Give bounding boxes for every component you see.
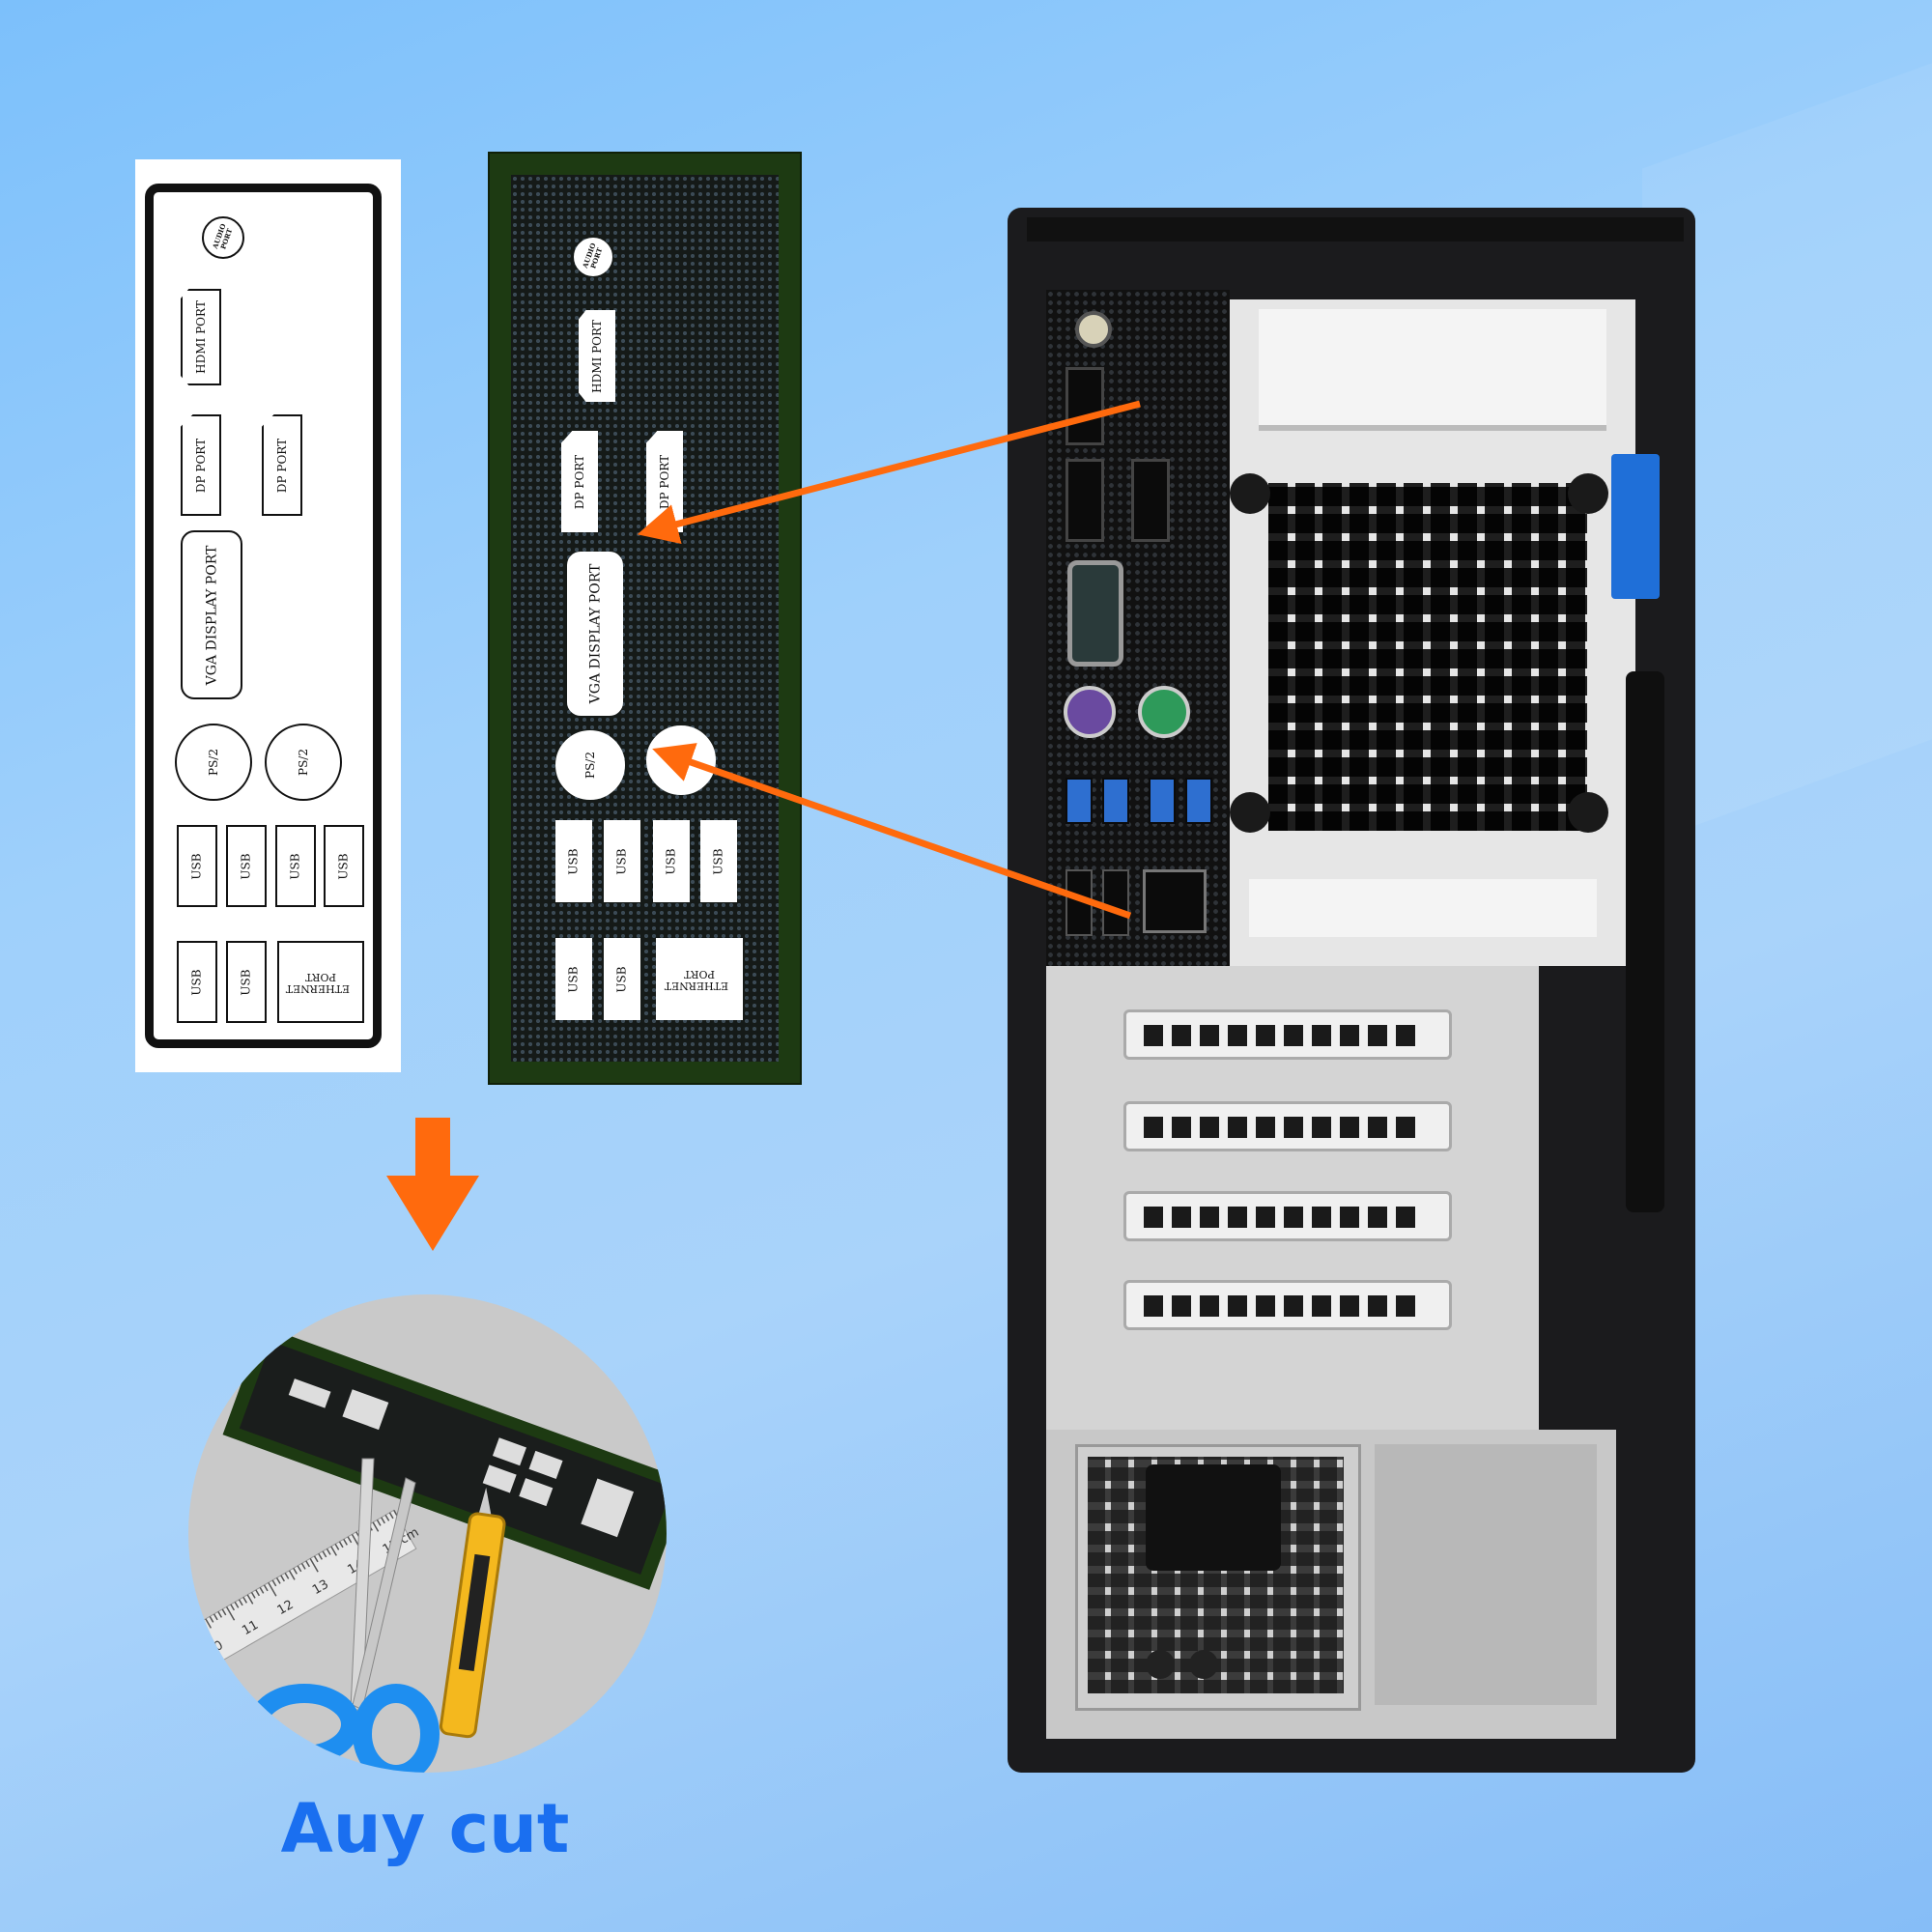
expansion-slot-cover <box>1123 1101 1452 1151</box>
handle-cutout <box>1259 309 1606 431</box>
usb-port <box>1102 778 1129 824</box>
blank-panel <box>1375 1444 1597 1705</box>
usb-port-label: USB <box>604 938 640 1020</box>
usb-port <box>1065 778 1093 824</box>
usb-port-label: USB <box>324 825 364 907</box>
ps2-keyboard-port <box>1138 686 1190 738</box>
shield-mesh <box>239 1341 667 1575</box>
vga-port-label: VGA DISPLAY PORT <box>181 530 242 699</box>
power-socket <box>1146 1464 1281 1571</box>
ruler-mark-label: 13 <box>310 1577 331 1598</box>
blue-latch[interactable] <box>1611 454 1660 599</box>
expansion-slot-cover <box>1123 1280 1452 1330</box>
pc-tower-rear <box>1008 208 1695 1773</box>
dp-port-label: DP PORT <box>262 414 302 516</box>
usb-port-label: USB <box>177 825 217 907</box>
usb-port <box>1102 869 1129 936</box>
expansion-slots-area <box>1046 966 1539 1430</box>
dp-port <box>1131 459 1170 542</box>
down-arrow-stem <box>415 1118 450 1178</box>
screw <box>1568 473 1608 514</box>
utility-knife <box>439 1487 506 1739</box>
side-handle <box>1626 671 1664 1212</box>
fan-grille <box>1268 483 1587 831</box>
blank-plate <box>1249 879 1597 937</box>
template-frame: AUDIO PORT HDMI PORT DP PORT DP PORT VGA… <box>145 184 382 1048</box>
psu-indicator <box>1146 1650 1175 1679</box>
upper-vent-area <box>1230 299 1635 966</box>
dp-port <box>1065 459 1104 542</box>
down-arrow-head <box>386 1176 479 1251</box>
tower-top-rail <box>1027 217 1684 242</box>
ethernet-port-label: ETHERNET PORT <box>277 941 364 1023</box>
usb-port-label: USB <box>226 825 267 907</box>
shield-cutout <box>519 1478 554 1507</box>
hdmi-port <box>1065 367 1104 445</box>
usb-port-label: USB <box>177 941 217 1023</box>
arrow-to-dp <box>637 400 1141 545</box>
hdmi-port-label: HDMI PORT <box>181 289 221 385</box>
knife-blade <box>478 1487 492 1518</box>
white-template-sticker: AUDIO PORT HDMI PORT DP PORT DP PORT VGA… <box>135 159 401 1072</box>
vga-port <box>1067 560 1123 667</box>
knife-slider <box>458 1553 491 1671</box>
usb-port-label: USB <box>226 941 267 1023</box>
usb-port-label: USB <box>555 938 592 1020</box>
audio-jack <box>1075 311 1112 348</box>
caption-text: Auy cut <box>280 1789 570 1868</box>
audio-port-label: AUDIO PORT <box>574 238 612 276</box>
screw <box>1230 792 1270 833</box>
usb-port-label: USB <box>275 825 316 907</box>
rear-io-panel <box>1046 290 1230 966</box>
screw <box>1230 473 1270 514</box>
shield-cutout <box>288 1378 331 1408</box>
ethernet-port-label: ETHERNET PORT <box>656 938 743 1020</box>
usb-port-label: USB <box>604 820 640 902</box>
shield-cutout <box>342 1389 389 1431</box>
ps2-port-label: PS/2 <box>265 724 342 801</box>
shield-cutout <box>482 1464 517 1493</box>
shield-cutout <box>492 1437 526 1466</box>
ruler-mark-label: 12 <box>275 1598 297 1618</box>
power-supply <box>1075 1444 1361 1711</box>
usb-port-label: USB <box>653 820 690 902</box>
arrow-to-ps2 <box>652 743 1132 920</box>
scissors-handle <box>353 1684 440 1773</box>
hdmi-port-label: HDMI PORT <box>579 310 615 402</box>
ps2-mouse-port <box>1064 686 1116 738</box>
tools-drawing: 101112131415 cm <box>188 1325 667 1773</box>
usb-port <box>1149 778 1176 824</box>
audio-port-label: AUDIO PORT <box>202 216 244 259</box>
cutting-tools-illustration: 101112131415 cm <box>188 1294 667 1773</box>
expansion-slot-cover <box>1123 1191 1452 1241</box>
usb-port <box>1185 778 1212 824</box>
usb-port-label: USB <box>555 820 592 902</box>
ps2-port-label: PS/2 <box>175 724 252 801</box>
shield-cutout <box>528 1450 563 1479</box>
screw <box>1568 792 1608 833</box>
psu-indicator <box>1189 1650 1218 1679</box>
ethernet-port <box>1143 869 1207 933</box>
dp-port-label: DP PORT <box>561 431 598 532</box>
dp-port-label: DP PORT <box>181 414 221 516</box>
power-supply-area <box>1046 1430 1616 1739</box>
mesh-surface: AUDIO PORT HDMI PORT DP PORT DP PORT VGA… <box>511 175 779 1062</box>
mesh-io-shield-sticker: AUDIO PORT HDMI PORT DP PORT DP PORT VGA… <box>488 152 802 1085</box>
usb-port-label: USB <box>700 820 737 902</box>
shield-cutout <box>581 1478 635 1538</box>
ruler-mark-label: 11 <box>240 1618 261 1638</box>
ps2-port-label: PS/2 <box>555 730 625 800</box>
vga-port-label: VGA DISPLAY PORT <box>567 552 623 716</box>
expansion-slot-cover <box>1123 1009 1452 1060</box>
